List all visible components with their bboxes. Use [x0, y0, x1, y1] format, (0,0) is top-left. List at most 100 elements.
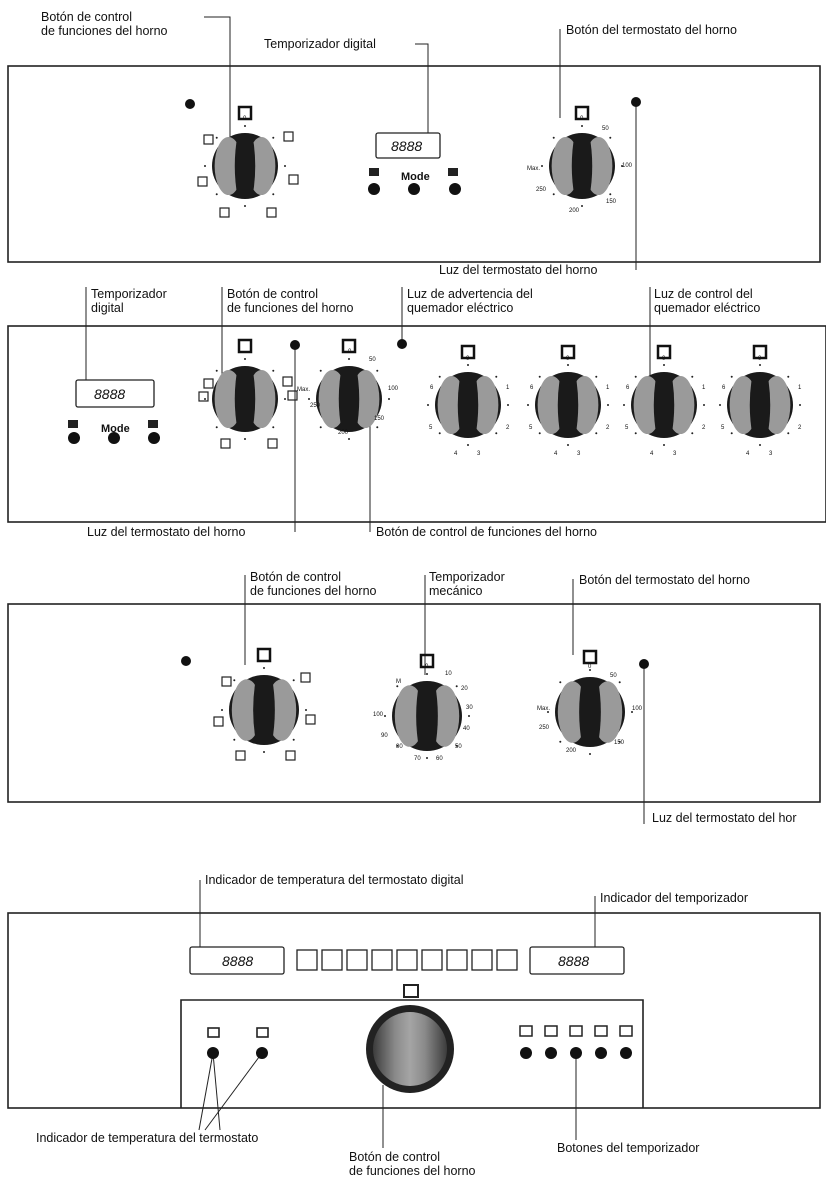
p2-mode-label: Mode: [101, 423, 130, 435]
p4-function-icon-0: [296, 949, 318, 971]
p2-burner-3-scale-label-0: 0: [758, 356, 762, 362]
p2-thermo-scale-label-2: 100: [388, 386, 399, 392]
p3-thermo-scale-label-5: 250: [539, 725, 550, 731]
p1-function-knob-symbol-icon: [237, 105, 253, 121]
p3-mech-timer-knob[interactable]: [384, 653, 470, 759]
panel-2-frame: [7, 325, 826, 523]
p4-thermostat-temp-label: Indicador de temperatura del termostato: [36, 1131, 259, 1145]
p3-thermostat-knob-label: Botón del termostato del horno: [579, 573, 750, 587]
p2-burner-1-scale-label-5: 5: [529, 425, 533, 431]
p3-mode-icon-2: [213, 716, 224, 727]
p2-burner-3-scale-label-3: 3: [769, 451, 773, 457]
p2-burner-0-scale-label-2: 2: [506, 425, 510, 431]
p2-burner-2-scale-label-5: 5: [625, 425, 629, 431]
p2-warning-light-label: Luz de advertencia del quemador eléctric…: [407, 287, 533, 315]
p4-timer-icon-3: [594, 1025, 608, 1037]
knobs: [197, 105, 801, 761]
p4-timer-button-4[interactable]: [620, 1047, 632, 1059]
p1-plus-button[interactable]: [449, 183, 461, 195]
p3-mode-icon-5: [285, 750, 296, 761]
panel-3-frame: [7, 603, 821, 803]
p4-temp-minus-button[interactable]: [207, 1047, 219, 1059]
p1-mode-icon-3: [288, 174, 299, 185]
p2-burner-light-label: Luz de control del quemador eléctrico: [654, 287, 761, 315]
p2-thermo-scale-label-3: 150: [374, 416, 385, 422]
p2-mode-icon-1: [282, 376, 293, 387]
p1-mode-icon-5: [266, 207, 277, 218]
p2-burner-knob-4[interactable]: [719, 344, 801, 446]
panel-1-frame: [7, 65, 821, 263]
p3-mech-timer-knob-symbol-icon: [419, 653, 435, 669]
p3-timer-scale-label-0: 0: [425, 664, 429, 670]
p1-mode-label: Mode: [401, 171, 430, 183]
p2-burner-2-scale-label-2: 2: [702, 425, 706, 431]
p2-plus-icon: [148, 420, 158, 428]
p3-thermo-scale-label-2: 100: [632, 706, 643, 712]
p3-light-left: [181, 656, 191, 666]
p4-buttons: [207, 984, 454, 1093]
p2-timer-label: Temporizador digital: [91, 287, 167, 315]
p1-plus-icon: [448, 168, 458, 176]
p2-burner-0-scale-label-1: 1: [506, 385, 510, 391]
p2-function-knob-label: Botón de control de funciones del horno: [227, 287, 354, 315]
p4-function-icon-6: [446, 949, 468, 971]
p1-thermostat-knob[interactable]: [541, 105, 623, 207]
p2-mode-button[interactable]: [108, 432, 120, 444]
p4-timer-button-2[interactable]: [570, 1047, 582, 1059]
p3-mode-icon-0: [221, 676, 232, 687]
p3-mech-timer-label: Temporizador mecánico: [429, 570, 505, 598]
p1-thermo-scale-label-3: 150: [606, 199, 617, 205]
p4-timer-button-0[interactable]: [520, 1047, 532, 1059]
p4-temp-plus-icon: [256, 1027, 269, 1038]
p2-thermostat-knob-symbol-icon: [341, 338, 357, 354]
p3-thermo-scale-label-1: 50: [610, 673, 617, 679]
p3-timer-scale-label-10: 100: [373, 712, 384, 718]
p1-thermostat-light: [631, 97, 641, 107]
p4-timer-button-3[interactable]: [595, 1047, 607, 1059]
p4-timer-icon-2: [569, 1025, 583, 1037]
p2-burner-1-scale-label-3: 3: [577, 451, 581, 457]
p1-mode-button[interactable]: [408, 183, 420, 195]
p2-function-knob[interactable]: [204, 338, 286, 440]
p3-mode-icon-3: [305, 714, 316, 725]
p3-timer-scale-label-8: 80: [396, 744, 403, 750]
p4-function-knob-label: Botón de control de funciones del horno: [349, 1150, 476, 1178]
p2-burner-2-scale-label-1: 1: [702, 385, 706, 391]
p2-plus-button[interactable]: [148, 432, 160, 444]
p3-thermo-scale-label-6: Max.: [537, 706, 551, 712]
p1-mode-icon-0: [203, 134, 214, 145]
p3-timer-scale-label-3: 30: [466, 705, 473, 711]
p2-burner-knob-1[interactable]: [427, 344, 509, 446]
p1-thermo-scale-label-2: 100: [622, 163, 633, 169]
p1-minus-button[interactable]: [368, 183, 380, 195]
p4-temp-digits: 8888: [222, 953, 254, 969]
p3-thermostat-knob[interactable]: [547, 649, 633, 755]
p4-temp-plus-button[interactable]: [256, 1047, 268, 1059]
p2-timer-digits: 8888: [94, 386, 126, 402]
p2-timer-display: [75, 379, 155, 408]
p2-burner-1-scale-label-6: 6: [530, 385, 534, 391]
p3-mode-icon-4: [235, 750, 246, 761]
p4-top-icon: [403, 984, 419, 998]
p1-function-knob[interactable]: [204, 105, 286, 207]
p2-minus-button[interactable]: [68, 432, 80, 444]
p3-function-knob[interactable]: [221, 647, 307, 753]
p4-function-icon-2: [346, 949, 368, 971]
p2-burner-3-scale-label-4: 4: [746, 451, 750, 457]
p2-burner-knob-2[interactable]: [527, 344, 609, 446]
p2-burner-knob-3[interactable]: [623, 344, 705, 446]
p3-timer-scale-label-9: 90: [381, 733, 388, 739]
p2-thermostat-knob[interactable]: [308, 338, 390, 440]
p2-burner-1-scale-label-2: 2: [606, 425, 610, 431]
panel-4-inner-outline: [180, 999, 644, 1108]
p4-timer-indicator-label: Indicador del temporizador: [600, 891, 748, 905]
p2-thermo-scale-label-5: 250: [310, 403, 321, 409]
p2-burner-0-scale-label-5: 5: [429, 425, 433, 431]
p3-thermo-scale-label-0: 0: [588, 664, 592, 670]
p4-timer-button-1[interactable]: [545, 1047, 557, 1059]
p2-function-knob-symbol-icon: [237, 338, 253, 354]
p4-timer-buttons-label: Botones del temporizador: [557, 1141, 700, 1155]
p4-function-icon-strip: [296, 949, 518, 971]
p4-timer-digits: 8888: [558, 953, 590, 969]
